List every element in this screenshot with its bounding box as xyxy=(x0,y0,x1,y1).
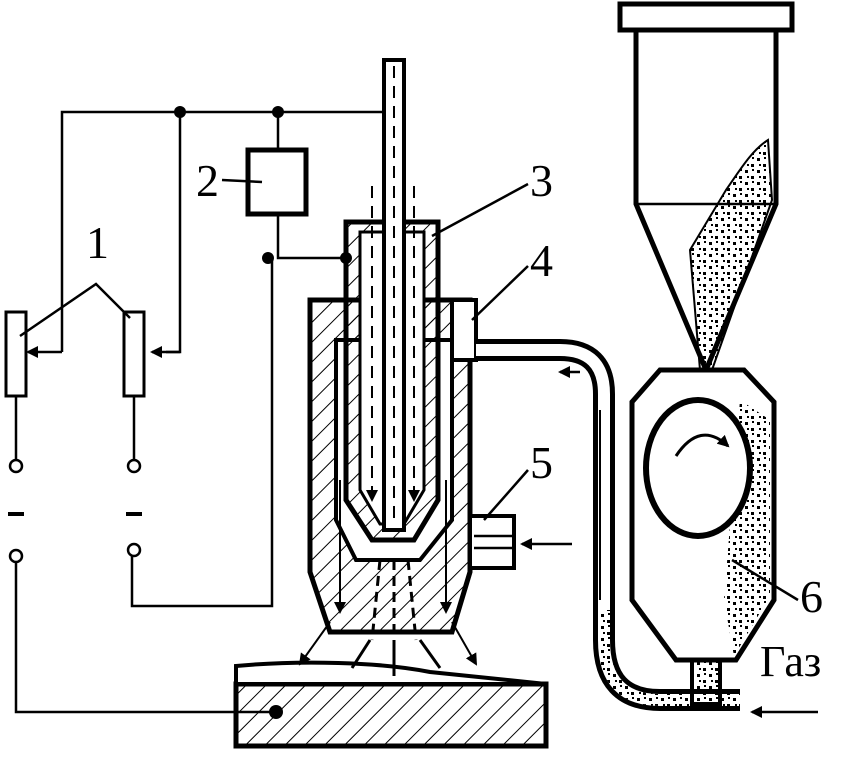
label-2-pointer xyxy=(221,178,263,184)
label-gas: Газ xyxy=(760,637,821,686)
ballast-resistor-left xyxy=(4,310,283,719)
label-1-pointer xyxy=(19,282,131,338)
powder-feeder xyxy=(617,1,818,718)
label-5-pointer xyxy=(483,469,529,521)
ballast-resistor-right xyxy=(122,310,146,558)
label-5: 5 xyxy=(530,437,553,488)
workpiece xyxy=(233,660,549,749)
powder-feed-pipe xyxy=(476,339,740,711)
label-4-pointer xyxy=(471,265,529,321)
label-6: 6 xyxy=(800,571,823,622)
label-2: 2 xyxy=(196,155,219,206)
label-6-pointer xyxy=(731,558,799,602)
label-3-pointer xyxy=(431,182,529,238)
plasma-torch xyxy=(298,58,572,676)
label-1: 1 xyxy=(86,217,109,268)
label-3: 3 xyxy=(530,155,553,206)
electric-circuit xyxy=(26,106,392,608)
label-4: 4 xyxy=(530,235,553,286)
